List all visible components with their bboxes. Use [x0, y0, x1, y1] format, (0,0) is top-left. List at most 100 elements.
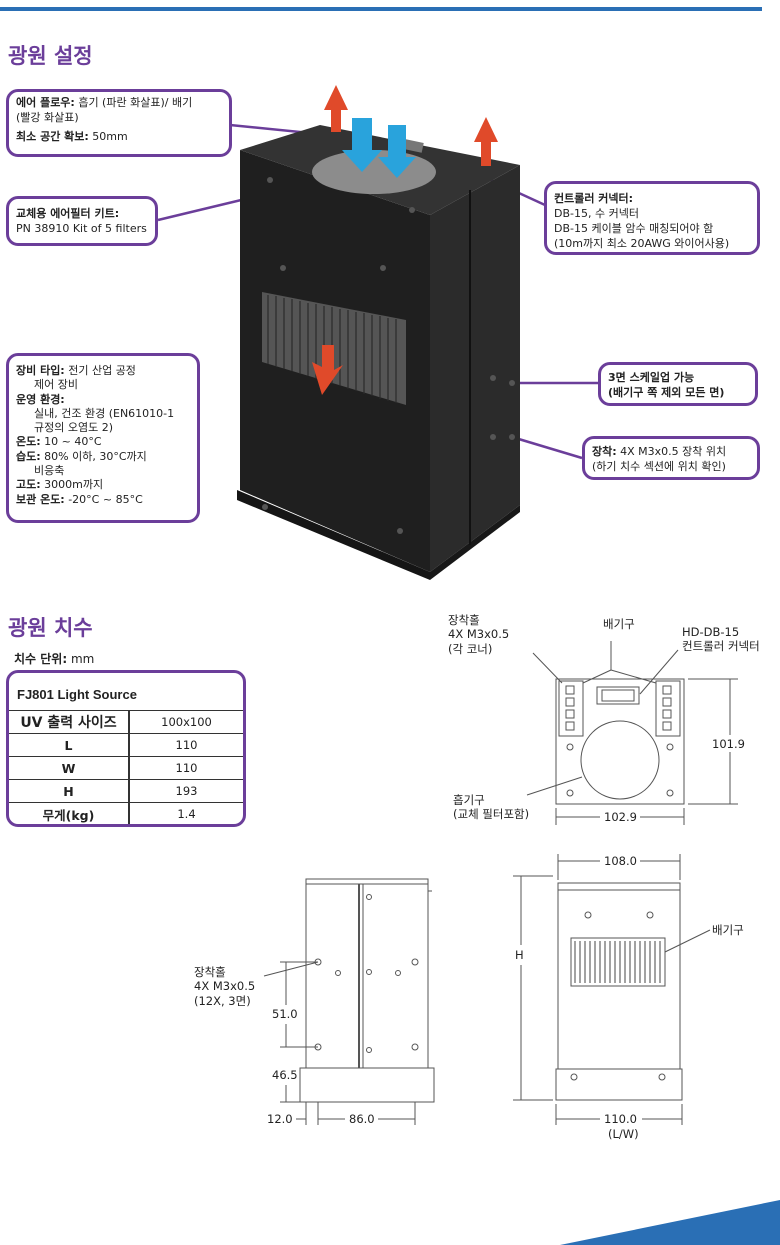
mounting-label: 장착: — [592, 445, 617, 458]
top-height-dim: 101.9 — [712, 737, 745, 751]
side-dim-51: 51.0 — [272, 1007, 298, 1021]
top-accent-bar — [0, 7, 762, 11]
top-width-dim: 102.9 — [604, 810, 637, 824]
mounting-text-2: (하기 치수 섹션에 위치 확인) — [592, 459, 726, 473]
front-top-dim: 108.0 — [604, 854, 637, 868]
setup-section-title: 광원 설정 — [8, 44, 93, 68]
top-connector-label: HD-DB-15 컨트롤러 커넥터 — [682, 625, 760, 654]
units-note: 치수 단위: mm — [14, 650, 94, 667]
spec-value: 193 — [129, 779, 243, 803]
top-mount-hole-label: 장착홀 4X M3x0.5 (각 코너) — [448, 613, 509, 656]
side-mount-line-3: (12X, 3면) — [194, 993, 251, 1008]
side-view-drawing — [263, 878, 435, 1125]
top-intake-line-1: 흡기구 — [453, 793, 485, 807]
altitude-label: 고도: — [16, 478, 41, 492]
filter-kit-callout: 교체용 에어필터 키트: PN 38910 Kit of 5 filters — [6, 196, 158, 246]
exhaust-arrow-front — [312, 345, 343, 395]
top-connector-line-1: HD-DB-15 — [682, 625, 740, 639]
spec-label: 무게(kg) — [9, 802, 130, 824]
top-mount-hole-line-1: 장착홀 — [448, 613, 480, 627]
top-connector-line-2: 컨트롤러 커넥터 — [682, 639, 760, 654]
corner-accent — [560, 1200, 780, 1245]
unit-base — [237, 490, 430, 580]
mount-leader-line — [511, 435, 583, 460]
storage-temp-value: -20°C ~ 85°C — [64, 492, 143, 506]
spec-value: 110 — [129, 733, 243, 757]
spec-label: H — [9, 779, 130, 803]
front-height-label: H — [515, 948, 524, 962]
equipment-type-value-cont: 제어 장비 — [34, 378, 78, 392]
temperature-value: 10 ~ 40°C — [40, 435, 102, 449]
airflow-text: 흡기 (파란 화살표)/ 배기 — [74, 96, 193, 109]
equipment-type-value: 전기 산업 공정 — [64, 364, 136, 377]
controller-line-2: DB-15 케이블 암수 매칭되어야 함 — [554, 221, 714, 235]
filter-kit-label: 교체용 에어필터 키트: — [16, 207, 120, 220]
side-dim-12: 12.0 — [267, 1112, 293, 1126]
spec-label: UV 출력 사이즈 — [9, 710, 130, 734]
mounting-text: 4X M3x0.5 장착 위치 — [616, 445, 727, 458]
top-mount-hole-line-3: (각 코너) — [448, 641, 493, 656]
side-mount-line-2: 4X M3x0.5 — [194, 979, 256, 994]
spec-value: 100x100 — [129, 710, 243, 734]
light-source-illustration — [157, 85, 598, 580]
spec-table-title: FJ801 Light Source — [17, 687, 137, 702]
mounting-callout: 장착: 4X M3x0.5 장착 위치 (하기 치수 섹션에 위치 확인) — [582, 436, 760, 480]
top-exhaust-label: 배기구 — [603, 617, 635, 631]
environment-line-2: 규정의 오염도 2) — [34, 421, 114, 435]
dimensions-section-title: 광원 치수 — [8, 616, 93, 640]
scaleup-line-1: 3면 스케일업 가능 — [608, 371, 695, 384]
front-view-drawing — [513, 854, 711, 1125]
exhaust-arrow-top-left — [324, 85, 348, 132]
controller-line-3: (10m까지 최소 20AWG 와이어사용) — [554, 236, 730, 250]
side-mount-hole-label: 장착홀 4X M3x0.5 (12X, 3면) — [194, 965, 255, 1008]
airflow-text-cont: (빨강 화살표) — [16, 110, 79, 124]
units-label: 치수 단위: — [14, 652, 68, 666]
environment-label: 운영 환경: — [16, 392, 65, 406]
intake-arrow-right — [378, 125, 416, 178]
units-value: mm — [67, 652, 95, 666]
top-view-drawing — [526, 641, 738, 825]
side-dim-86: 86.0 — [349, 1112, 375, 1126]
humidity-value-cont: 비응축 — [34, 464, 65, 478]
humidity-value: 80% 이하, 30°C까지 — [40, 449, 147, 463]
spec-value: 110 — [129, 756, 243, 780]
temperature-label: 온도: — [16, 435, 41, 449]
front-bottom-sub: (L/W) — [608, 1127, 639, 1141]
equipment-type-label: 장비 타입: — [16, 364, 65, 377]
environment-line-1: 실내, 건조 환경 (EN61010-1 — [34, 406, 175, 420]
top-intake-line-2: (교체 필터포함) — [453, 807, 530, 822]
front-bottom-dim: 110.0 — [604, 1112, 637, 1126]
side-dim-46: 46.5 — [272, 1068, 298, 1082]
table-row: 무게(kg)1.4 — [9, 802, 243, 824]
clearance-value: 50mm — [88, 129, 128, 143]
airflow-label: 에어 플로우: — [16, 96, 75, 109]
spec-label: L — [9, 733, 130, 757]
spec-value: 1.4 — [129, 802, 243, 824]
intake-arrow-left — [342, 118, 382, 172]
top-mount-hole-line-2: 4X M3x0.5 — [448, 627, 510, 642]
equipment-spec-callout: 장비 타입: 전기 산업 공정 제어 장비 운영 환경: 실내, 건조 환경 (… — [6, 353, 200, 523]
spec-label: W — [9, 756, 130, 780]
scaleup-line-2: (배기구 쪽 제외 모든 면) — [608, 385, 725, 399]
exhaust-arrow-top-right — [474, 117, 498, 166]
storage-temp-label: 보관 온도: — [16, 492, 65, 506]
altitude-value: 3000m까지 — [40, 478, 104, 492]
side-mount-line-1: 장착홀 — [194, 965, 226, 979]
front-exhaust-label: 배기구 — [712, 923, 744, 937]
top-intake-label: 흡기구 (교체 필터포함) — [453, 793, 529, 822]
clearance-label: 최소 공간 확보: — [16, 129, 89, 143]
unit-side-face — [430, 165, 520, 572]
controller-label: 컨트롤러 커넥터: — [554, 192, 634, 205]
scaleup-callout: 3면 스케일업 가능 (배기구 쪽 제외 모든 면) — [598, 362, 758, 406]
controller-line-1: DB-15, 수 커넥터 — [554, 206, 639, 220]
airflow-callout: 에어 플로우: 흡기 (파란 화살표)/ 배기 (빨강 화살표) 최소 공간 확… — [6, 89, 232, 157]
filter-kit-text: PN 38910 Kit of 5 filters — [16, 221, 147, 235]
humidity-label: 습도: — [16, 449, 41, 463]
controller-connector-callout: 컨트롤러 커넥터: DB-15, 수 커넥터 DB-15 케이블 암수 매칭되어… — [544, 181, 760, 255]
